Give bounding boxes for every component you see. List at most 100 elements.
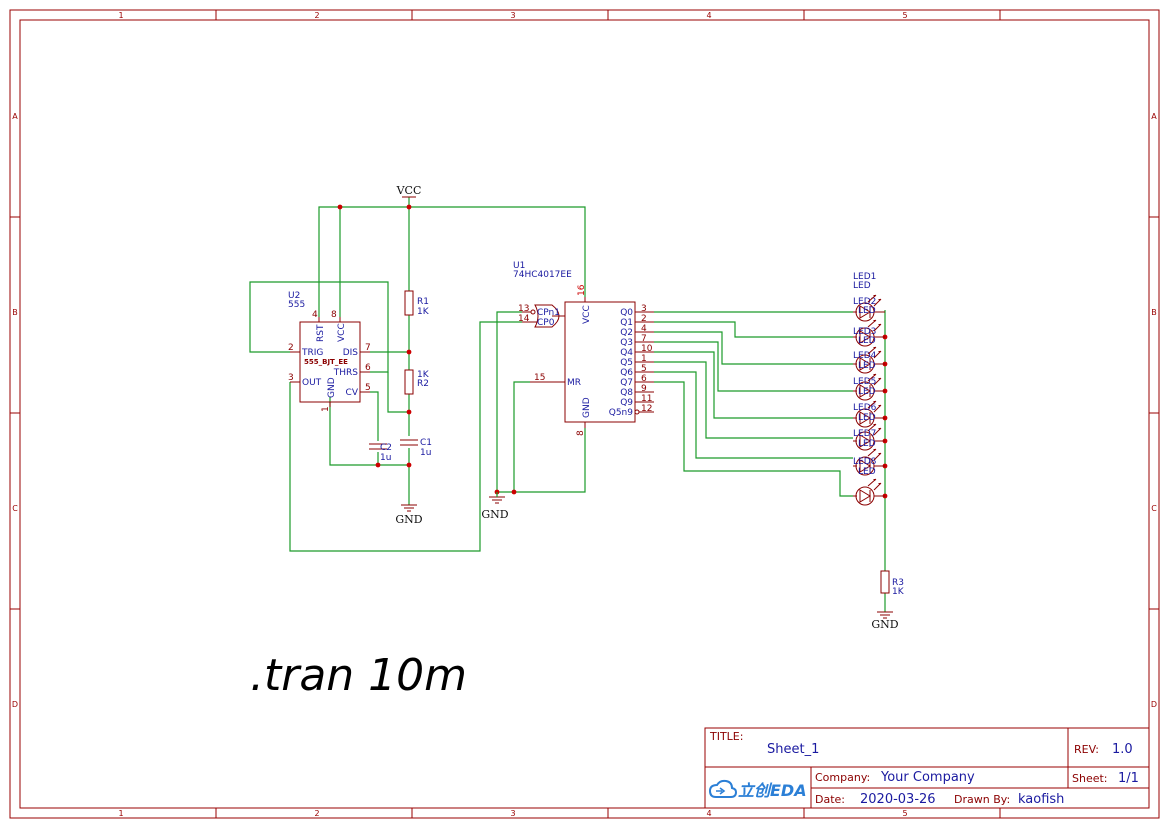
wires <box>249 197 886 612</box>
u1-pin-name: Q6 <box>620 368 633 378</box>
u1-pin-number: 8 <box>576 430 586 436</box>
svg-text:VCC: VCC <box>396 184 422 197</box>
u2-pin-number: 1 <box>321 406 331 412</box>
led[interactable]: LED3 LED <box>853 319 885 347</box>
u1-pin-name: Q5n9 <box>609 408 634 418</box>
u2-pin-name: OUT <box>302 378 322 388</box>
led[interactable]: LED7 LED <box>853 423 885 451</box>
frame-col-label: 1 <box>118 11 123 20</box>
spice-directive[interactable]: .tran 10m <box>250 650 467 701</box>
ground-symbol: GND <box>871 611 899 631</box>
frame-col-label: 5 <box>902 809 907 818</box>
u1-pin-number: 2 <box>641 314 647 324</box>
resistor-r1[interactable]: R1 1K <box>404 290 430 317</box>
company-value[interactable]: Your Company <box>880 770 975 785</box>
frame-col-label: 4 <box>706 809 711 818</box>
u1-pin-number: 9 <box>641 384 647 394</box>
frame-row-label: D <box>12 700 18 709</box>
c2-value: 1u <box>380 453 391 463</box>
u2-555-timer[interactable]: U2 555 555_BJT_EE RST VCC TRIG OUT DIS T… <box>288 291 371 412</box>
frame-col-label: 2 <box>314 11 319 20</box>
u1-pin-number: 13 <box>518 304 529 314</box>
led[interactable]: LED2 LED <box>853 294 885 322</box>
svg-text:GND: GND <box>481 508 508 521</box>
sheet-title[interactable]: Sheet_1 <box>767 742 819 757</box>
u1-pin-number: 4 <box>641 324 647 334</box>
vcc-symbol: VCC <box>396 184 422 198</box>
rev-label: REV: <box>1074 743 1099 756</box>
u1-pin-number: 14 <box>518 314 530 324</box>
drawing-frame: 1 2 3 4 5 1 2 3 4 5 A B C D A B C D <box>9 9 1160 819</box>
u2-pin-number: 2 <box>288 343 294 353</box>
led-value: LED <box>858 439 876 449</box>
u1-pin-number: 16 <box>577 284 587 296</box>
led-value: LED <box>858 413 876 423</box>
frame-col-label: 3 <box>510 11 515 20</box>
frame-row-label: B <box>1151 308 1157 317</box>
led-designator: LED6 <box>853 403 877 413</box>
u1-pin-number: 12 <box>641 404 652 414</box>
u2-pin-name: RST <box>316 324 326 342</box>
u2-pin-name: DIS <box>343 348 359 358</box>
sheet-number[interactable]: 1/1 <box>1118 771 1139 786</box>
resistor-r3[interactable]: R3 1K <box>880 570 905 597</box>
frame-col-label: 1 <box>118 809 123 818</box>
led-value: LED <box>858 361 876 371</box>
u1-pin-name: MR <box>567 378 581 388</box>
company-label: Company: <box>815 771 870 784</box>
r3-value: 1K <box>892 587 905 597</box>
u1-pin-number: 5 <box>641 364 647 374</box>
resistor-r2[interactable]: 1K R2 <box>404 369 430 395</box>
u2-pin-number: 7 <box>365 343 371 353</box>
u2-pin-number: 3 <box>288 373 294 383</box>
led-designator: LED2 <box>853 297 876 307</box>
frame-row-label: D <box>1151 700 1157 709</box>
u1-pin-name: CP0 <box>537 318 555 328</box>
u1-pin-number: 7 <box>641 334 647 344</box>
u1-pin-name: Q7 <box>620 378 633 388</box>
sheet-label: Sheet: <box>1072 772 1108 785</box>
led-value: LED <box>858 336 876 346</box>
u1-pin-name: Q8 <box>620 388 633 398</box>
u1-pin-number: 3 <box>641 304 647 314</box>
svg-text:GND: GND <box>871 618 898 631</box>
led[interactable] <box>853 478 885 506</box>
u2-pin-number: 6 <box>365 363 371 373</box>
led-array: LED1 LED LED2 LED LED3 LED LED4 LED <box>853 272 885 506</box>
led[interactable]: LED6 LED <box>853 400 885 428</box>
frame-row-label: A <box>12 112 18 121</box>
led-designator: LED5 <box>853 377 876 387</box>
r1-designator: R1 <box>417 297 429 307</box>
frame-col-label: 4 <box>706 11 711 20</box>
frame-col-label: 3 <box>510 809 515 818</box>
rev-value[interactable]: 1.0 <box>1112 742 1133 757</box>
u2-subtitle: 555_BJT_EE <box>304 358 348 366</box>
u1-pin-name: Q5 <box>620 358 633 368</box>
date-value[interactable]: 2020-03-26 <box>860 792 936 807</box>
u2-pin-name: TRIG <box>301 348 323 358</box>
u2-pin-name: THRS <box>333 368 359 378</box>
frame-row-label: A <box>1151 112 1157 121</box>
frame-row-label: C <box>1151 504 1157 513</box>
led[interactable]: LED4 LED <box>853 346 885 374</box>
capacitor-c1[interactable]: C1 1u <box>400 438 432 458</box>
c2-designator: C2 <box>380 443 392 453</box>
frame-col-label: 2 <box>314 809 319 818</box>
r3-designator: R3 <box>892 578 904 588</box>
capacitor-c2[interactable]: C2 1u <box>369 443 392 463</box>
u2-pin-name: VCC <box>337 323 347 342</box>
r2-designator: R2 <box>417 379 429 389</box>
u1-decade-counter[interactable]: U1 74HC4017EE CPn1 CP0 13 14 VCC 16 MR 1… <box>513 261 654 436</box>
u1-pin-name: Q2 <box>620 328 633 338</box>
u1-pin-name: Q4 <box>620 348 633 358</box>
led-value: LED <box>853 281 871 291</box>
c1-designator: C1 <box>420 438 432 448</box>
led[interactable]: LED5 LED <box>853 373 885 401</box>
drawn-by-value[interactable]: kaofish <box>1018 792 1064 807</box>
led-designator: LED7 <box>853 429 876 439</box>
svg-text:GND: GND <box>395 513 422 526</box>
led[interactable]: LED8 LED <box>853 448 885 477</box>
u2-pin-number: 4 <box>312 310 318 320</box>
r1-value: 1K <box>417 307 430 317</box>
